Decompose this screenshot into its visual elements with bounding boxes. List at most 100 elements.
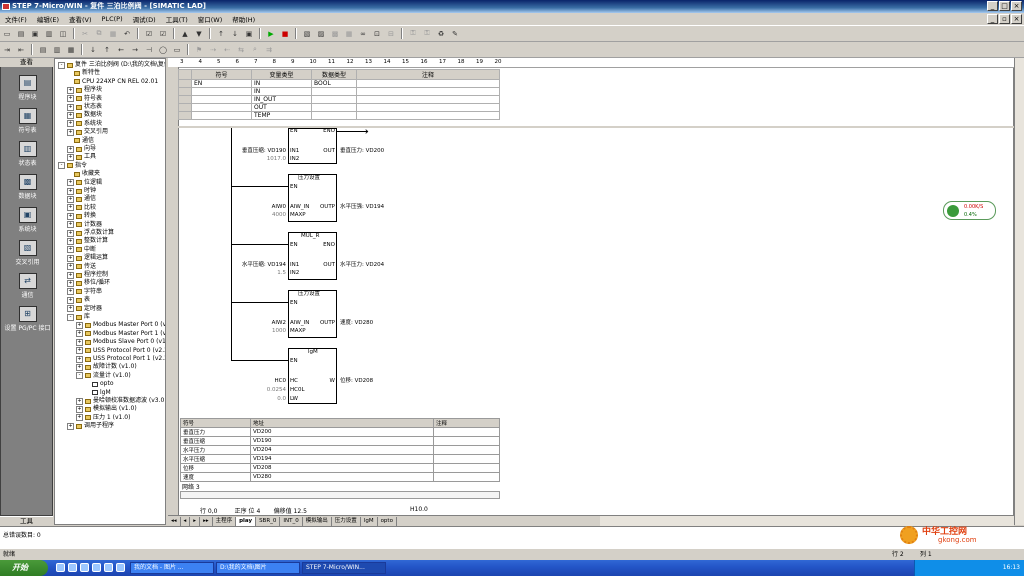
quicklaunch-explorer-icon[interactable] (116, 563, 125, 572)
ladder-box-4[interactable] (288, 290, 337, 338)
tab-4[interactable]: 模拟输出 (303, 516, 332, 526)
tree-item[interactable]: +计数器 (67, 221, 102, 229)
prev-bookmark-icon[interactable]: ⇠ (224, 45, 230, 54)
tree-item[interactable]: +系统块 (67, 120, 102, 128)
line-down-icon[interactable]: ↓ (90, 45, 96, 54)
network-comment[interactable] (180, 491, 500, 499)
tree-item[interactable]: +整数计算 (67, 237, 108, 245)
collapse-icon[interactable]: - (76, 372, 83, 380)
taskbar-task[interactable]: STEP 7-Micro/WIN... (302, 562, 386, 574)
var-table-cell[interactable] (356, 87, 500, 96)
tree-item[interactable]: +程序控制 (67, 271, 108, 279)
var-table-cell[interactable] (191, 103, 252, 112)
var-table-cell[interactable]: IN (251, 79, 312, 88)
tree-item[interactable]: 通信 (67, 137, 94, 145)
tree-item[interactable]: +Modbus Slave Port 0 (v1. (76, 338, 165, 346)
expand-icon[interactable]: + (76, 338, 83, 346)
next-tab-icon[interactable]: ▸ (190, 516, 201, 526)
network-speed-widget[interactable]: 0.00K/S 0.4% (943, 201, 996, 220)
box1-in2-operand[interactable]: 1017.0 (266, 156, 286, 162)
var-table-cell[interactable]: OUT (251, 103, 312, 112)
sort-ascending-icon[interactable]: ↑ (218, 29, 224, 38)
var-table-cell[interactable]: BOOL (311, 79, 357, 88)
first-tab-icon[interactable]: ◂◂ (168, 516, 181, 526)
expand-icon[interactable]: + (67, 237, 74, 245)
tree-item[interactable]: +移位/循环 (67, 279, 110, 287)
var-table-cell[interactable]: TEMP (251, 111, 312, 120)
menu-item-4[interactable]: 调试(D) (132, 16, 156, 24)
ladder-box-3[interactable] (288, 232, 337, 280)
upload-icon[interactable]: ▲ (182, 29, 188, 38)
maximize-button[interactable]: □ (999, 1, 1010, 11)
tree-item[interactable]: +调用子程序 (67, 422, 114, 430)
expand-icon[interactable]: + (67, 254, 74, 262)
last-tab-icon[interactable]: ▸▸ (200, 516, 213, 526)
tree-item[interactable]: +Modbus Master Port 0 (v1 (76, 321, 165, 329)
expand-icon[interactable]: + (67, 86, 74, 94)
tree-item[interactable]: +曼哈顿校准数据滤波 (v3.0 (76, 397, 164, 405)
tree-item[interactable]: -流量计 (v1.0) (76, 372, 131, 380)
box2-out-operand[interactable]: 水平压强: VD194 (340, 204, 385, 210)
collapse-icon[interactable]: - (58, 162, 65, 170)
find-next-icon[interactable]: ⇉ (266, 45, 272, 54)
box5-in2-operand[interactable]: 0.0254 (266, 387, 286, 393)
tree-item[interactable]: opto (85, 380, 114, 388)
expand-icon[interactable]: + (76, 414, 83, 422)
tree-item[interactable]: +向导 (67, 145, 96, 153)
paste-icon[interactable]: ▦ (109, 29, 117, 38)
tree-item[interactable]: +压力 1 (v1.0) (76, 414, 130, 422)
expand-icon[interactable]: + (67, 120, 74, 128)
taskbar-task[interactable]: 我的文档 - 图片 ... (130, 562, 214, 574)
expand-icon[interactable]: + (67, 279, 74, 287)
nav-item-5[interactable]: ▧交叉引用 (1, 240, 54, 266)
save-icon[interactable]: ▣ (31, 29, 39, 38)
tab-3[interactable]: INT_0 (280, 516, 303, 526)
navigation-bar-footer[interactable]: 工具 (0, 516, 53, 526)
tree-item[interactable]: +位逻辑 (67, 179, 102, 187)
vertical-scrollbar[interactable] (1014, 58, 1024, 525)
tree-item[interactable]: +程序块 (67, 86, 102, 94)
box2-in1-operand[interactable]: AIW0 (271, 204, 286, 210)
box-icon[interactable]: ▭ (173, 45, 181, 54)
compile-all-icon[interactable]: ☑ (159, 29, 167, 38)
var-table-cell[interactable] (356, 79, 500, 88)
expand-icon[interactable]: + (67, 422, 74, 430)
var-table-row[interactable]: IN_OUT (178, 95, 500, 104)
line-right-icon[interactable]: → (132, 45, 138, 54)
menu-item-6[interactable]: 窗口(W) (197, 16, 223, 24)
program-status-icon[interactable]: ▧ (303, 29, 311, 38)
tree-item[interactable]: +工具 (67, 153, 96, 161)
contact-icon[interactable]: ⊣ (145, 45, 153, 54)
tree-item[interactable]: +字符串 (67, 288, 102, 296)
output-window[interactable]: 总错误数目: 0 (0, 526, 1024, 549)
expand-icon[interactable]: + (67, 95, 74, 103)
unforce-icon[interactable]: ⊡ (374, 29, 380, 38)
tree-item[interactable]: +通信 (67, 195, 96, 203)
tree-item[interactable]: +故障计数 (v1.0) (76, 363, 137, 371)
start-button[interactable]: 开始 (0, 560, 48, 576)
var-table-row[interactable]: IN (178, 87, 500, 96)
tree-item[interactable]: lgM (85, 389, 111, 397)
tree-item[interactable]: 新特性 (67, 69, 100, 77)
pause-trend-icon[interactable]: ▩ (331, 29, 339, 38)
new-icon[interactable]: ▭ (3, 29, 11, 38)
var-table-cell[interactable] (311, 95, 357, 104)
cut-icon[interactable]: ✂ (82, 29, 88, 38)
doc-restore-button[interactable]: ▫ (999, 14, 1010, 24)
tree-item[interactable]: +USS Protocol Port 1 (v2.3 (76, 355, 165, 363)
tree-item[interactable]: +模拟输出 (v1.0) (76, 405, 137, 413)
tree-item[interactable]: +传送 (67, 263, 96, 271)
expand-icon[interactable]: + (67, 187, 74, 195)
next-bookmark-icon[interactable]: ⇢ (210, 45, 216, 54)
box4-in1-operand[interactable]: AIW2 (271, 320, 286, 326)
single-read-icon[interactable]: ▦ (345, 29, 353, 38)
var-table-cell[interactable]: EN (191, 79, 252, 88)
doc-close-button[interactable]: × (1011, 14, 1022, 24)
menu-item-0[interactable]: 文件(F) (5, 16, 27, 24)
collapse-icon[interactable]: - (58, 61, 65, 69)
tab-2[interactable]: SBR_0 (256, 516, 281, 526)
nav-item-1[interactable]: ▦符号表 (1, 108, 54, 134)
row-header[interactable] (178, 103, 192, 112)
nav-item-3[interactable]: ▩数据块 (1, 174, 54, 200)
var-table-cell[interactable] (191, 111, 252, 120)
